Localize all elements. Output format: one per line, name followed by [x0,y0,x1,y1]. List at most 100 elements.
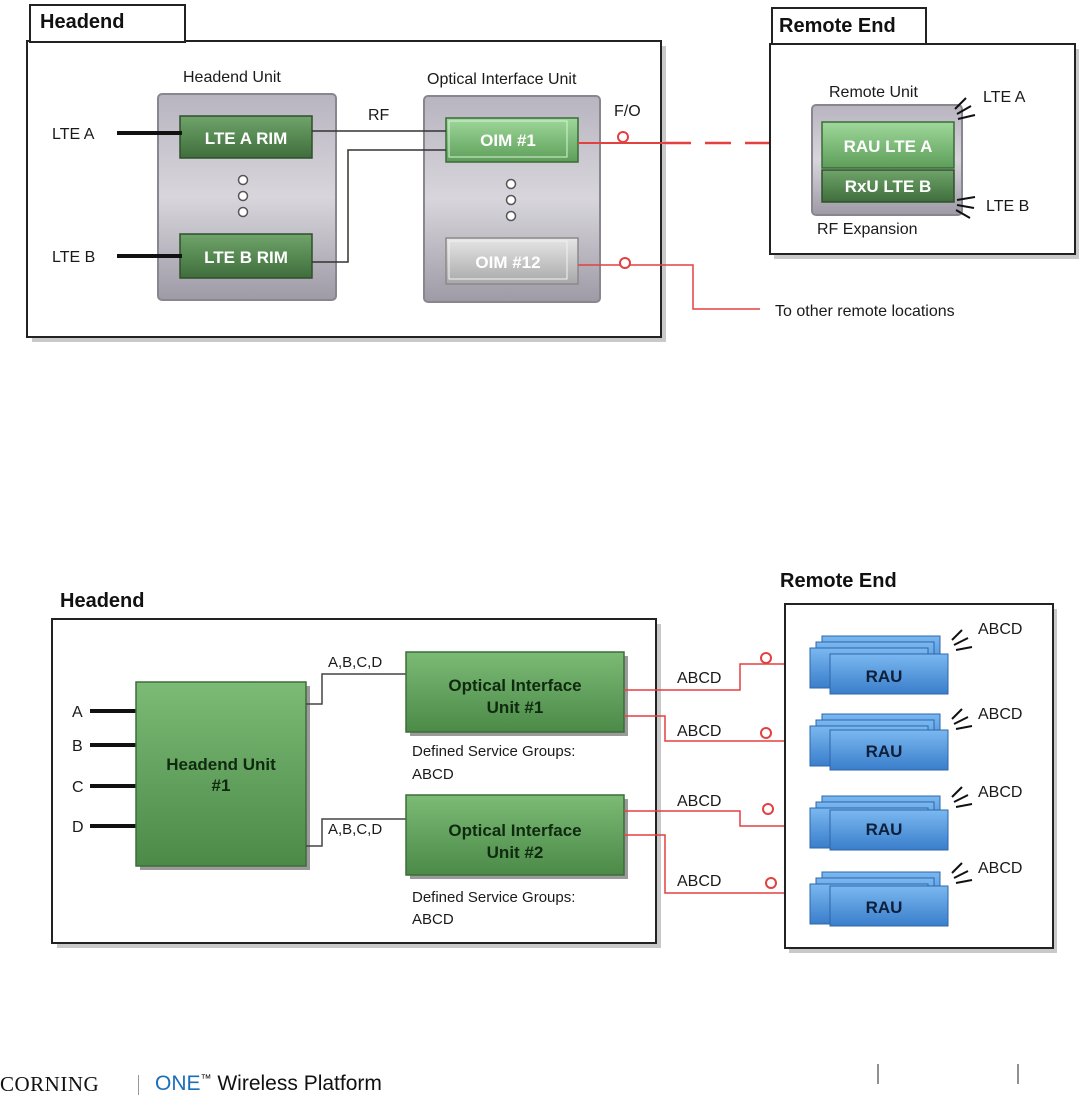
rf-label: RF [368,107,390,124]
oim-box-12 [445,237,579,285]
rau-box-2 [829,729,949,771]
headend-unit-box [135,681,307,867]
remote-unit-label: Remote Unit [829,84,918,101]
link-label-1: A,B,C,D [328,654,382,671]
rim-box-lte-a [179,115,313,159]
antenna-label-lte-b: LTE B [986,198,1029,215]
fo-label: F/O [614,103,641,120]
oim-box-12-inner [448,240,568,280]
input-label-a: A [72,704,83,721]
rxu-label: RxU LTE B [845,177,932,196]
oiu-2-box [405,794,625,876]
ellipsis-dot [505,210,517,222]
top-diagram: Headend Headend Unit LTE A RIM LTE B RIM… [26,4,1079,342]
ellipsis-dot [237,190,249,202]
antenna-label-lte-a: LTE A [983,89,1026,106]
link-label-2: A,B,C,D [328,821,382,838]
product-name: ONE™ Wireless Platform [155,1072,382,1096]
antenna-icon-4 [951,862,973,884]
rau-label-4: RAU [866,898,903,917]
rau-stack-2: RAU [809,713,949,771]
fiber-connector [617,131,629,143]
input-label-lte-b: LTE B [52,249,95,266]
bottom-diagram: Headend A B C D Headend Unit #1 A,B,C,D … [51,570,1057,953]
ellipsis-dot [505,194,517,206]
corning-logo: CORNING [0,1072,100,1096]
other-remote-label: To other remote locations [775,303,955,320]
product-prefix: ONE [155,1072,201,1095]
input-label-b: B [72,738,83,755]
antenna-label-4: ABCD [978,860,1022,877]
rau-box-3 [829,809,949,851]
fiber-label-4: ABCD [677,873,721,890]
link-oiu-2 [306,818,406,847]
antenna-icon-lte-a [954,97,976,120]
service-groups-label-2: Defined Service Groups: [412,889,575,906]
fiber-link-3 [624,810,810,827]
rau-label: RAU LTE A [844,137,933,156]
rau-stack-1: RAU [809,635,949,695]
fiber-connector [619,257,631,269]
antenna-label-3: ABCD [978,784,1022,801]
rau-box-1 [829,653,949,695]
rf-link-b [312,149,446,263]
oiu-2-line1: Optical Interface [448,821,581,840]
ellipsis-dot [237,206,249,218]
oiu-label: Optical Interface Unit [427,71,577,88]
service-groups-value-2: ABCD [412,911,454,928]
rau-label-2: RAU [866,742,903,761]
ellipsis-dot [237,174,249,186]
remote-end-title: Remote End [779,15,896,37]
rim-label-lte-a: LTE A RIM [205,129,287,148]
oim-label-12: OIM #12 [475,253,540,272]
service-groups-label-1: Defined Service Groups: [412,743,575,760]
fiber-label-2: ABCD [677,723,721,740]
fiber-label-1: ABCD [677,670,721,687]
fiber-connector [765,877,777,889]
headend-title: Headend [40,11,124,33]
fiber-other-remote [578,264,760,310]
rim-box-lte-b [179,233,313,279]
remote-end-title-2: Remote End [780,570,897,592]
fiber-connector [760,727,772,739]
headend-unit-line1: Headend Unit [166,755,276,774]
product-suffix: Wireless Platform [211,1072,382,1095]
fiber-link-1 [624,663,810,691]
headend-title-2: Headend [60,590,144,612]
oiu-1-line1: Optical Interface [448,676,581,695]
antenna-icon-2 [951,708,973,730]
rxu-box [821,169,955,203]
antenna-icon-1 [951,629,973,651]
fiber-connector [762,803,774,815]
ellipsis-dot [505,178,517,190]
rau-box [821,121,955,169]
fiber-link-4 [624,834,810,894]
oim-label-1: OIM #1 [480,131,536,150]
oim-box-1-inner [448,120,568,158]
headend-tab [29,4,186,43]
rau-label-1: RAU [866,667,903,686]
remote-end-tab [771,7,927,45]
oiu-2-line2: Unit #2 [487,843,544,862]
fiber-connector [760,652,772,664]
antenna-label-1: ABCD [978,621,1022,638]
fiber-link-2 [624,715,810,742]
rf-expansion-label: RF Expansion [817,221,918,238]
rau-stack-3: RAU [809,795,949,851]
antenna-icon-3 [951,786,973,808]
service-groups-value-1: ABCD [412,766,454,783]
headend-unit-label: Headend Unit [183,69,281,86]
input-label-c: C [72,779,84,796]
rim-label-lte-b: LTE B RIM [204,248,288,267]
fiber-label-3: ABCD [677,793,721,810]
rau-box-4 [829,885,949,927]
antenna-icon-lte-b [955,196,976,219]
link-oiu-1 [306,673,406,705]
antenna-label-2: ABCD [978,706,1022,723]
input-label-lte-a: LTE A [52,126,95,143]
trademark: ™ [200,1073,212,1085]
oiu-1-line2: Unit #1 [487,698,544,717]
oiu-1-box [405,651,625,733]
footer-separator [138,1075,139,1095]
